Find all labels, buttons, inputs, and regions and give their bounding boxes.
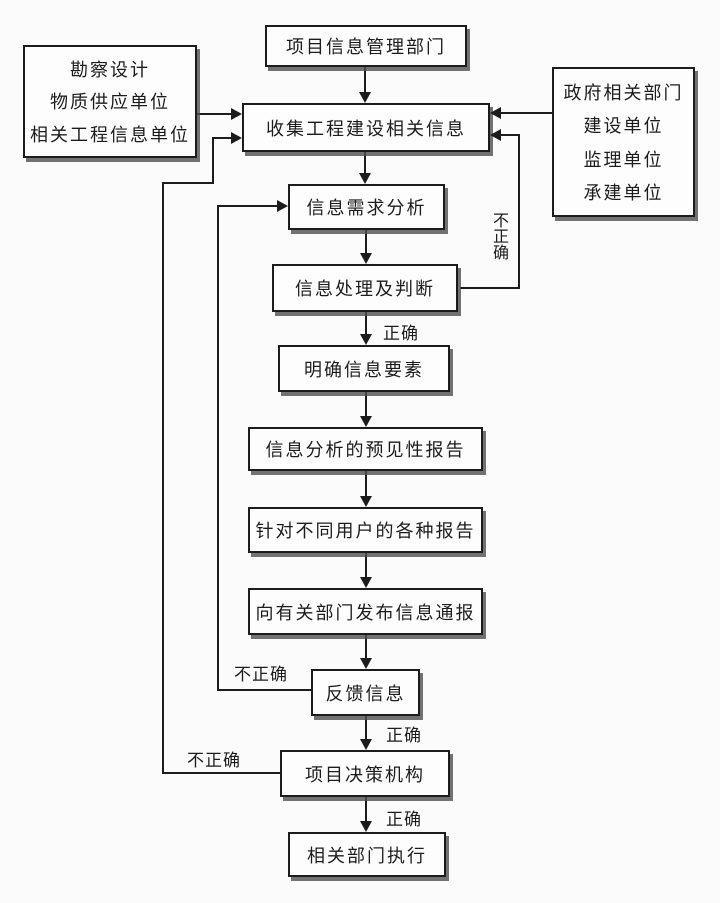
arrowhead-leftsources-to-collect — [231, 108, 242, 120]
arrowhead-forecast-to-reports — [360, 496, 372, 507]
node-publish-notice-label: 向有关部门发布信息通报 — [255, 602, 476, 623]
arrowhead-process-loop-to-collect — [490, 129, 501, 141]
node-collect: 收集工程建设相关信息 — [242, 103, 490, 152]
left-source-3: 相关工程信息单位 — [30, 124, 190, 145]
node-clarify-elements-label: 明确信息要素 — [304, 359, 424, 380]
edge-decision-loop-v-inner — [212, 137, 214, 184]
arrowhead-reports-to-publish — [360, 577, 372, 588]
edge-rightsources-to-collect — [501, 112, 552, 114]
node-demand-analysis-label: 信息需求分析 — [306, 198, 427, 218]
right-source-4: 承建单位 — [583, 183, 664, 204]
label-correct-after-decision: 正确 — [386, 810, 422, 829]
node-user-reports: 针对不同用户的各种报告 — [248, 507, 483, 553]
node-execute: 相关部门执行 — [288, 832, 446, 877]
arrowhead-publish-to-feedback — [360, 658, 372, 669]
node-feedback-label: 反馈信息 — [325, 683, 406, 704]
edge-collect-to-demand — [364, 152, 366, 176]
node-publish-notice: 向有关部门发布信息通报 — [248, 588, 483, 635]
label-correct-after-feedback: 正确 — [386, 726, 422, 745]
label-correct-after-process: 正确 — [383, 324, 419, 343]
arrowhead-top-to-collect — [359, 92, 371, 103]
edge-demand-to-process — [365, 230, 367, 256]
edge-feedback-loop-h-top — [217, 205, 278, 207]
right-source-2: 建设单位 — [583, 116, 664, 137]
node-forecast-report-label: 信息分析的预见性报告 — [265, 440, 466, 460]
edge-reports-to-publish — [365, 553, 367, 580]
arrowhead-feedback-to-decision — [360, 739, 372, 750]
arrowhead-collect-to-demand — [359, 173, 371, 184]
left-source-1: 勘察设计 — [70, 60, 150, 81]
node-demand-analysis: 信息需求分析 — [288, 184, 445, 230]
node-collect-label: 收集工程建设相关信息 — [266, 118, 466, 139]
edge-clarify-to-forecast — [365, 392, 367, 419]
node-left-sources: 勘察设计 物质供应单位 相关工程信息单位 — [23, 45, 197, 158]
arrowhead-feedback-loop-to-demand — [277, 200, 288, 212]
left-source-2: 物质供应单位 — [50, 92, 170, 113]
node-execute-label: 相关部门执行 — [307, 845, 427, 866]
node-right-sources: 政府相关部门 建设单位 监理单位 承建单位 — [552, 67, 695, 217]
edge-leftsources-to-collect — [197, 113, 233, 115]
node-process-judge-label: 信息处理及判断 — [295, 279, 435, 299]
edge-decision-loop-v-outer — [162, 182, 164, 774]
edge-feedback-loop-h-bottom — [217, 689, 311, 691]
right-source-1: 政府相关部门 — [563, 82, 684, 103]
edge-feedback-loop-v — [217, 205, 219, 691]
node-user-reports-label: 针对不同用户的各种报告 — [255, 521, 476, 541]
edge-decision-loop-h-jog — [162, 182, 214, 184]
label-incorrect-process-loop: 不正确 — [492, 213, 509, 262]
node-feedback: 反馈信息 — [311, 669, 420, 716]
edge-process-loop-h-top — [501, 134, 520, 136]
node-forecast-report: 信息分析的预见性报告 — [248, 427, 483, 471]
node-decision-body: 项目决策机构 — [280, 750, 450, 797]
arrowhead-clarify-to-forecast — [360, 416, 372, 427]
node-decision-body-label: 项目决策机构 — [305, 764, 425, 785]
arrowhead-demand-to-process — [360, 253, 372, 264]
edge-publish-to-feedback — [365, 635, 367, 661]
edge-process-to-clarify — [365, 312, 367, 337]
label-incorrect-decision-loop: 不正确 — [187, 751, 241, 770]
edge-decision-loop-h-top — [212, 137, 232, 139]
node-process-judge: 信息处理及判断 — [272, 264, 458, 312]
label-incorrect-feedback-loop: 不正确 — [234, 665, 288, 684]
node-top-department: 项目信息管理部门 — [265, 25, 467, 67]
edge-feedback-to-decision — [365, 716, 367, 742]
edge-top-to-collect — [364, 67, 366, 94]
edge-process-loop-h-bottom — [460, 287, 520, 289]
node-clarify-elements: 明确信息要素 — [278, 345, 450, 392]
arrowhead-decision-to-execute — [360, 821, 372, 832]
node-top-department-label: 项目信息管理部门 — [286, 37, 446, 57]
arrowhead-process-to-clarify — [360, 334, 372, 345]
edge-process-loop-v — [518, 134, 520, 289]
arrowhead-decision-loop-to-collect — [231, 132, 242, 144]
arrowhead-rightsources-to-collect — [490, 107, 501, 119]
edge-decision-to-execute — [365, 797, 367, 824]
edge-forecast-to-reports — [365, 471, 367, 499]
right-source-3: 监理单位 — [583, 149, 664, 170]
edge-decision-loop-h-bottom — [162, 772, 280, 774]
